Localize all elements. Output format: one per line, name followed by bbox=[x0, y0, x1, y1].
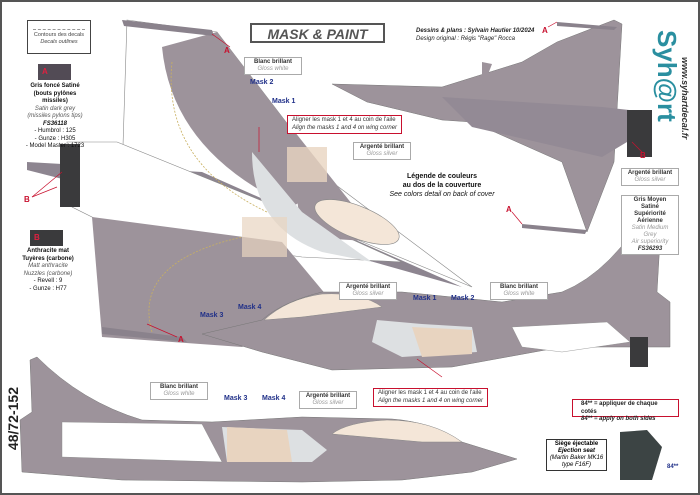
both-sides-note: 84** = appliquer de chaque cotés 84** = … bbox=[572, 399, 679, 422]
mask-1-label: Mask 1 bbox=[413, 295, 437, 302]
lbl-fr: Argenté brillant bbox=[345, 284, 391, 290]
lbl-en: Gloss white bbox=[163, 391, 195, 397]
a-ref: - Model Master : 1723 bbox=[25, 143, 85, 149]
lbl-en: Gloss silver bbox=[634, 177, 666, 183]
credits-drawings: Dessins & plans : Sylvain Hautier 10/202… bbox=[416, 28, 535, 34]
ejection-seat-drawing bbox=[620, 430, 662, 480]
a-fr2: (bouts pylônes missiles) bbox=[33, 90, 77, 105]
color-b-legend: Anthracite mat Tuyères (carbone) Matt an… bbox=[14, 248, 82, 293]
callout-b: B bbox=[24, 195, 30, 204]
a-en1: Satin dark grey bbox=[34, 105, 76, 112]
lbl-en: Gloss silver bbox=[366, 151, 398, 157]
mask-4-label: Mask 4 bbox=[262, 395, 286, 402]
align-fr: Aligner les mask 1 et 4 au coin de l'ail… bbox=[292, 117, 396, 123]
mask-4-label: Mask 4 bbox=[238, 304, 262, 311]
align-en: Align the masks 1 and 4 on wing corner bbox=[292, 124, 398, 131]
mask-3-label: Mask 3 bbox=[224, 395, 248, 402]
color-swatch-b: B bbox=[30, 230, 63, 246]
b-ref: - Revell : 9 bbox=[33, 278, 63, 284]
both-sides-en: 84** = apply on both sides bbox=[581, 416, 656, 422]
legend-fr2: au dos de la couverture bbox=[402, 182, 482, 189]
a-fr1: Gris foncé Satiné bbox=[30, 83, 80, 89]
b-ref: - Gunze : H77 bbox=[29, 285, 67, 292]
lbl-en: Gloss silver bbox=[312, 400, 344, 406]
seat-decal-ref: 84** bbox=[667, 464, 679, 470]
ejection-seat-label: Siège éjectable Ejection seat (Martin Ba… bbox=[546, 439, 607, 471]
seat-detail: (Martin Baker MK16 bbox=[549, 455, 604, 461]
lbl-fr: Gris Moyen Satiné bbox=[633, 197, 667, 210]
lbl-fs: FS36293 bbox=[637, 246, 663, 252]
lbl-fr: Blanc brillant bbox=[499, 284, 538, 290]
lbl-en: Gloss silver bbox=[352, 291, 384, 297]
aircraft-side-view-bottom bbox=[19, 356, 518, 483]
decal-outline-legend: Contours des decals Decals outlines bbox=[27, 20, 91, 54]
lbl-en: Gloss white bbox=[503, 291, 535, 297]
lbl-fr: Argenté brillant bbox=[359, 144, 405, 150]
a-ref: - Humbrol : 125 bbox=[34, 128, 76, 134]
legend-en: See colors detail on back of cover bbox=[389, 191, 495, 198]
outline-en: Decals outlines bbox=[40, 39, 78, 45]
b-fr2: Tuyères (carbone) bbox=[22, 255, 74, 262]
outline-fr: Contours des decals bbox=[33, 32, 85, 38]
color-legend-note: Légende de couleurs au dos de la couvert… bbox=[387, 172, 497, 199]
align-note-top: Aligner les mask 1 et 4 au coin de l'ail… bbox=[287, 115, 403, 134]
mask-2-label: Mask 2 bbox=[451, 295, 475, 302]
a-ref: - Gunze : H305 bbox=[34, 135, 76, 142]
credits: Dessins & plans : Sylvain Hautier 10/202… bbox=[416, 27, 534, 43]
aircraft-top-view-right bbox=[331, 19, 652, 234]
both-sides-fr: 84** = appliquer de chaque cotés bbox=[581, 401, 658, 415]
mask-1-label: Mask 1 bbox=[272, 98, 296, 105]
lbl-fr: Argenté brillant bbox=[305, 393, 351, 399]
mask-2-label: Mask 2 bbox=[250, 79, 274, 86]
seat-fr: Siège éjectable bbox=[554, 441, 599, 447]
lbl-en: Air superiority bbox=[631, 239, 669, 245]
color-a-legend: Gris foncé Satiné (bouts pylônes missile… bbox=[20, 83, 90, 151]
lbl-fr: Blanc brillant bbox=[159, 384, 198, 390]
color-swatch-a: A bbox=[38, 64, 71, 80]
lbl-en: Gloss white bbox=[257, 66, 289, 72]
credits-design: Design original : Régis "Rage" Rocca bbox=[416, 36, 515, 42]
a-fs: FS36118 bbox=[43, 120, 67, 127]
brand-website[interactable]: www.syhartdecal.fr bbox=[680, 57, 690, 140]
seat-en: Ejection seat bbox=[557, 448, 595, 454]
legend-fr1: Légende de couleurs bbox=[406, 173, 478, 180]
seat-detail: type F16F) bbox=[561, 462, 591, 468]
lbl-fr: Argenté brillant bbox=[627, 170, 673, 176]
callout-a: A bbox=[224, 46, 230, 55]
b-fr1: Anthracite mat bbox=[26, 248, 69, 254]
align-note-bottom: Aligner les mask 1 et 4 au coin de l'ail… bbox=[373, 388, 489, 407]
align-fr: Aligner les mask 1 et 4 au coin de l'ail… bbox=[378, 390, 482, 396]
callout-a: A bbox=[178, 335, 184, 344]
align-en: Align the masks 1 and 4 on wing corner bbox=[378, 397, 484, 404]
callout-a: A bbox=[542, 26, 548, 35]
aircraft-side-view-middle bbox=[201, 201, 671, 371]
b-en2: Nuzzles (carbone) bbox=[23, 270, 73, 277]
callout-lines bbox=[31, 21, 643, 378]
callout-a: A bbox=[506, 205, 512, 214]
b-en1: Matt anthracite bbox=[28, 263, 68, 269]
page-title: MASK & PAINT bbox=[250, 23, 385, 43]
sheet-number: 48/72-152 bbox=[5, 387, 21, 451]
a-en2: (missiles pylons tips) bbox=[27, 113, 83, 119]
lbl-fr: Blanc brillant bbox=[253, 59, 292, 65]
lbl-fr: Supériorité Aérienne bbox=[634, 211, 666, 224]
mask-3-label: Mask 3 bbox=[200, 312, 224, 319]
lbl-en: Satin Medium Grey bbox=[631, 225, 669, 238]
brand-logo: Syh@rt bbox=[652, 30, 682, 122]
callout-b: B bbox=[640, 151, 646, 160]
